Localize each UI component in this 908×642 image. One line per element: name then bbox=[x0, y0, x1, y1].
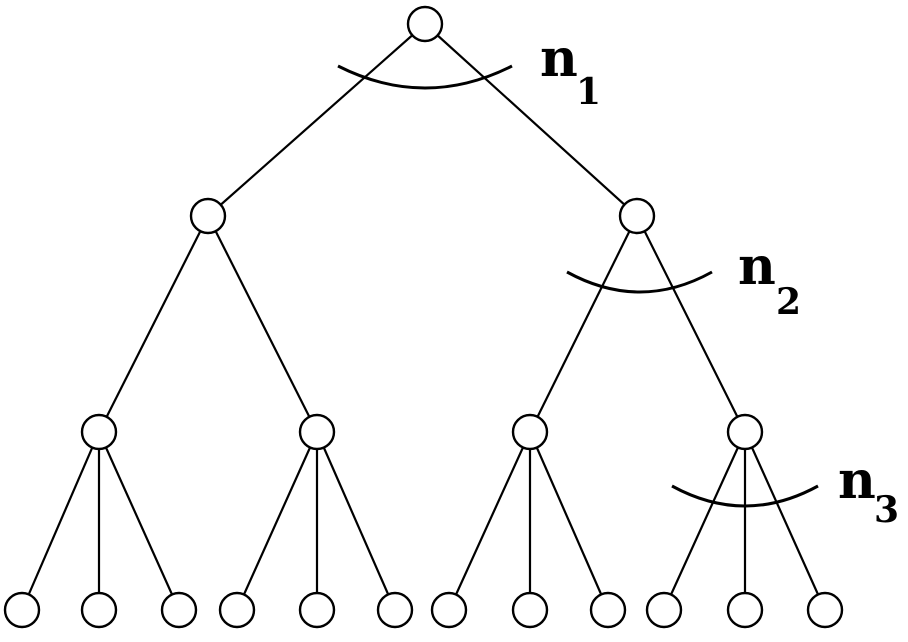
leaf-node bbox=[298, 591, 336, 629]
label-n2-base: n bbox=[738, 236, 776, 297]
edge bbox=[97, 431, 181, 611]
tree-node bbox=[511, 413, 549, 451]
edges-level-3 bbox=[20, 431, 827, 611]
leaf-node bbox=[218, 591, 256, 629]
arc-n2 bbox=[566, 270, 713, 294]
leaf-node bbox=[806, 591, 844, 629]
branching-label-n3: n 3 bbox=[838, 450, 899, 531]
leaf-node bbox=[726, 591, 764, 629]
tree-node bbox=[189, 197, 227, 235]
edge bbox=[207, 215, 318, 433]
edge bbox=[424, 23, 638, 217]
edge bbox=[662, 431, 747, 611]
label-n1-subscript: 1 bbox=[576, 71, 601, 113]
leaf-node bbox=[80, 591, 118, 629]
tree-node bbox=[726, 413, 764, 451]
branching-arcs bbox=[337, 64, 819, 508]
edge bbox=[636, 215, 746, 433]
arc-n1 bbox=[337, 64, 513, 90]
tree-node bbox=[298, 413, 336, 451]
branching-label-n2: n 2 bbox=[738, 236, 801, 323]
label-n2-subscript: 2 bbox=[776, 281, 801, 323]
edges-level-2 bbox=[98, 215, 746, 433]
leaf-node bbox=[160, 591, 198, 629]
label-n1-base: n bbox=[540, 28, 578, 89]
edge bbox=[529, 215, 638, 433]
leaf-node bbox=[511, 591, 549, 629]
edge bbox=[207, 23, 426, 217]
leaf-node bbox=[3, 591, 41, 629]
arc-n3 bbox=[671, 484, 819, 508]
edge bbox=[447, 431, 532, 611]
branching-label-n1: n 1 bbox=[540, 28, 601, 113]
label-n3-base: n bbox=[838, 450, 876, 511]
leaf-node bbox=[589, 591, 627, 629]
edge bbox=[315, 431, 397, 611]
edge bbox=[98, 215, 209, 433]
edges-level-1 bbox=[207, 23, 638, 217]
nodes bbox=[3, 5, 844, 629]
edge bbox=[20, 431, 101, 611]
edge bbox=[528, 431, 610, 611]
edge bbox=[235, 431, 319, 611]
tree-node-root bbox=[406, 5, 444, 43]
leaf-node bbox=[645, 591, 683, 629]
tree-node bbox=[618, 197, 656, 235]
label-n3-subscript: 3 bbox=[874, 489, 899, 531]
leaf-node bbox=[430, 591, 468, 629]
leaf-node bbox=[376, 591, 414, 629]
edge bbox=[743, 431, 827, 611]
tree-node bbox=[80, 413, 118, 451]
